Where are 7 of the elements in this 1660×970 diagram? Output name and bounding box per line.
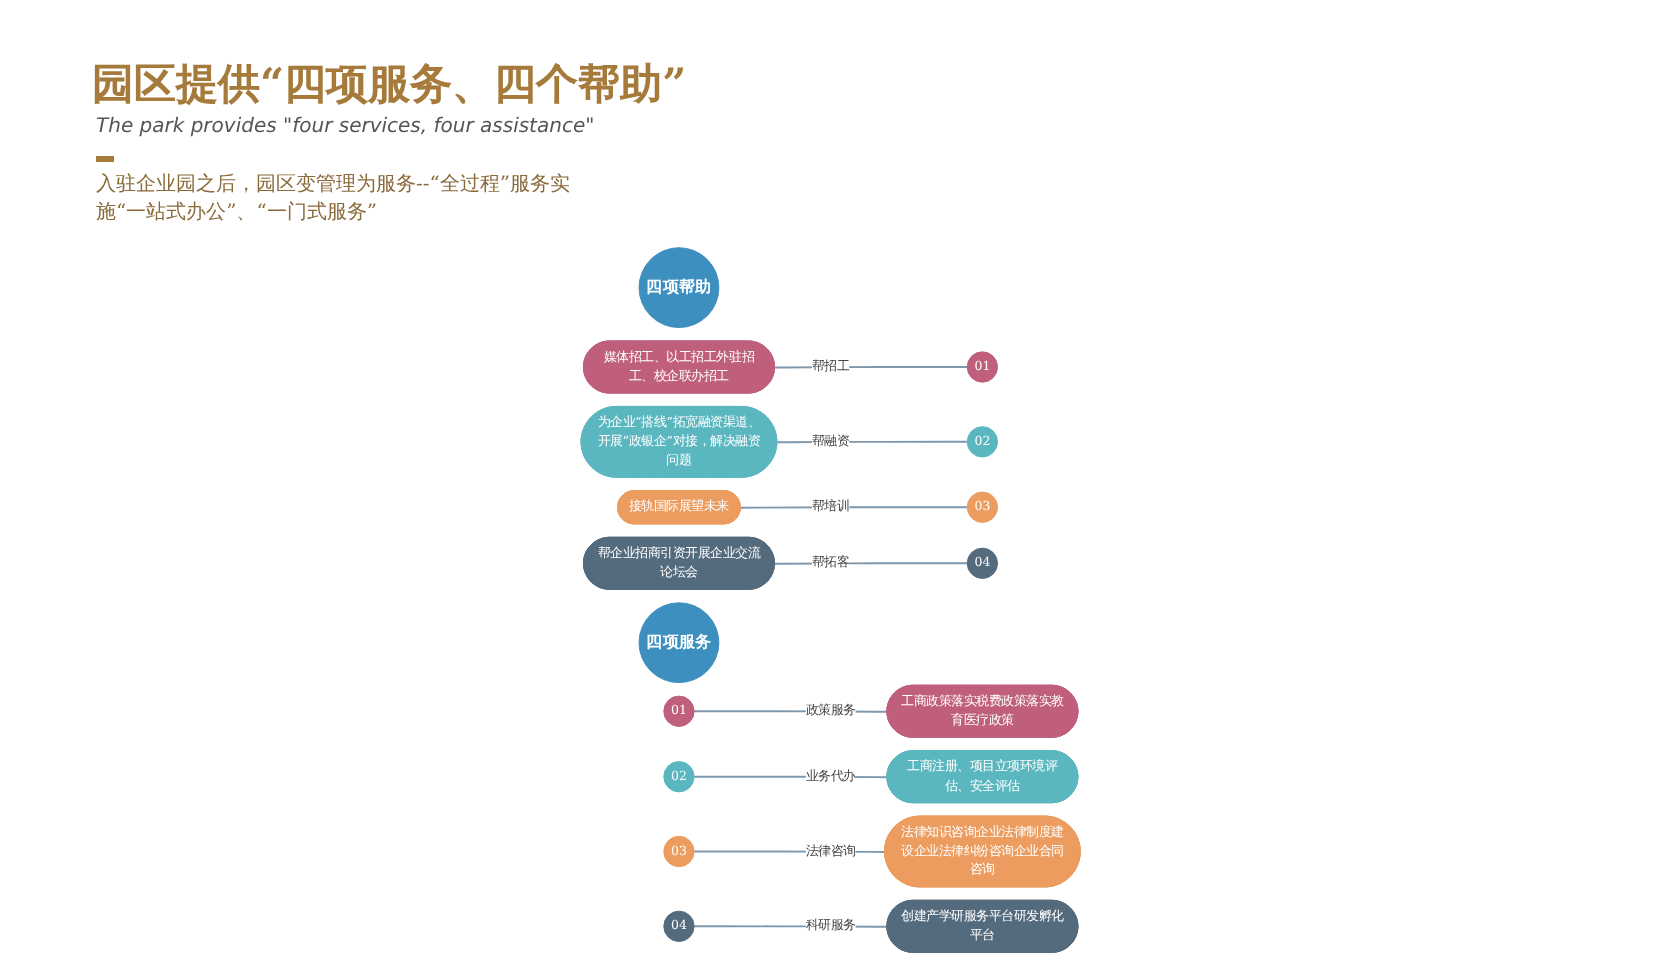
subtitle: The park provides "four services, four assistance" <box>96 116 597 138</box>
node-circle: 四项帮助 <box>637 247 719 329</box>
connector <box>739 506 968 509</box>
node-circle: 四项服务 <box>637 602 719 684</box>
title: 园区提供“四项服务、四个帮助” <box>92 56 689 112</box>
connector <box>773 366 968 369</box>
intro-text: 入驻企业园之后，园区变管理为服务--“全过程”服务实施“一站式办公”、“一门式服务” <box>96 172 572 228</box>
